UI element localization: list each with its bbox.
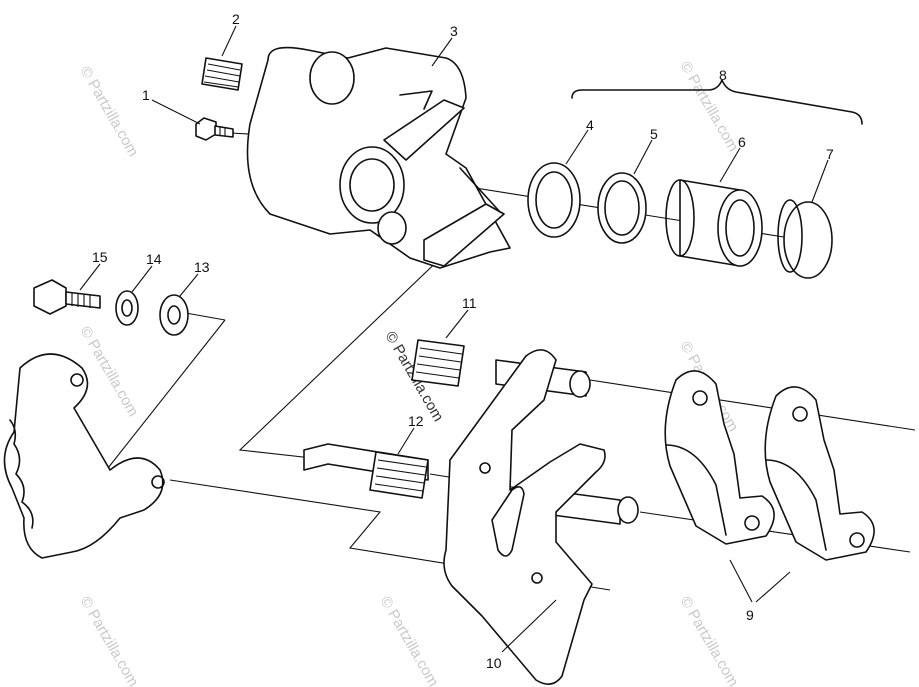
label-2: 2 <box>232 11 240 27</box>
part-2-pin-boot <box>201 57 243 91</box>
label-11: 11 <box>462 295 477 311</box>
label-4: 4 <box>586 117 594 133</box>
part-3-caliper-body <box>246 46 511 269</box>
label-9: 9 <box>746 607 754 623</box>
label-13: 13 <box>194 259 210 275</box>
mounting-knuckle <box>3 353 165 559</box>
watermark: © Partzilla.com <box>677 594 742 687</box>
label-7: 7 <box>826 146 834 162</box>
watermark: © Partzilla.com <box>77 64 142 160</box>
watermark: © Partzilla.com <box>377 594 442 687</box>
part-13-washer <box>159 294 189 336</box>
part-6-piston <box>665 179 763 267</box>
part-15-bolt <box>33 279 101 315</box>
part-9-brake-pads <box>664 370 875 561</box>
leader-lines <box>79 25 829 653</box>
label-8: 8 <box>719 67 727 83</box>
part-labels: 1 2 3 4 5 6 7 8 9 10 11 12 13 14 15 <box>92 11 834 671</box>
part-11-boot <box>411 339 465 387</box>
label-15: 15 <box>92 249 108 265</box>
watermark: © Partzilla.com <box>77 594 142 687</box>
part-12-slide-pin <box>303 443 429 499</box>
label-14: 14 <box>146 251 162 267</box>
part-10-caliper-bracket <box>443 349 639 685</box>
watermark: © Partzilla.com <box>677 59 742 155</box>
part-14-lock-washer <box>115 290 139 326</box>
part-7-cap <box>777 199 833 279</box>
label-10: 10 <box>486 655 502 671</box>
label-6: 6 <box>738 134 746 150</box>
label-5: 5 <box>650 126 658 142</box>
part-4-seal <box>527 162 581 238</box>
part-8-group-bracket <box>571 79 863 125</box>
part-5-dust-seal <box>597 172 647 244</box>
label-12: 12 <box>408 413 424 429</box>
label-3: 3 <box>450 23 458 39</box>
watermark: © Partzilla.com <box>77 324 142 420</box>
part-1-bleeder-screw <box>195 117 234 141</box>
label-1: 1 <box>142 87 150 103</box>
